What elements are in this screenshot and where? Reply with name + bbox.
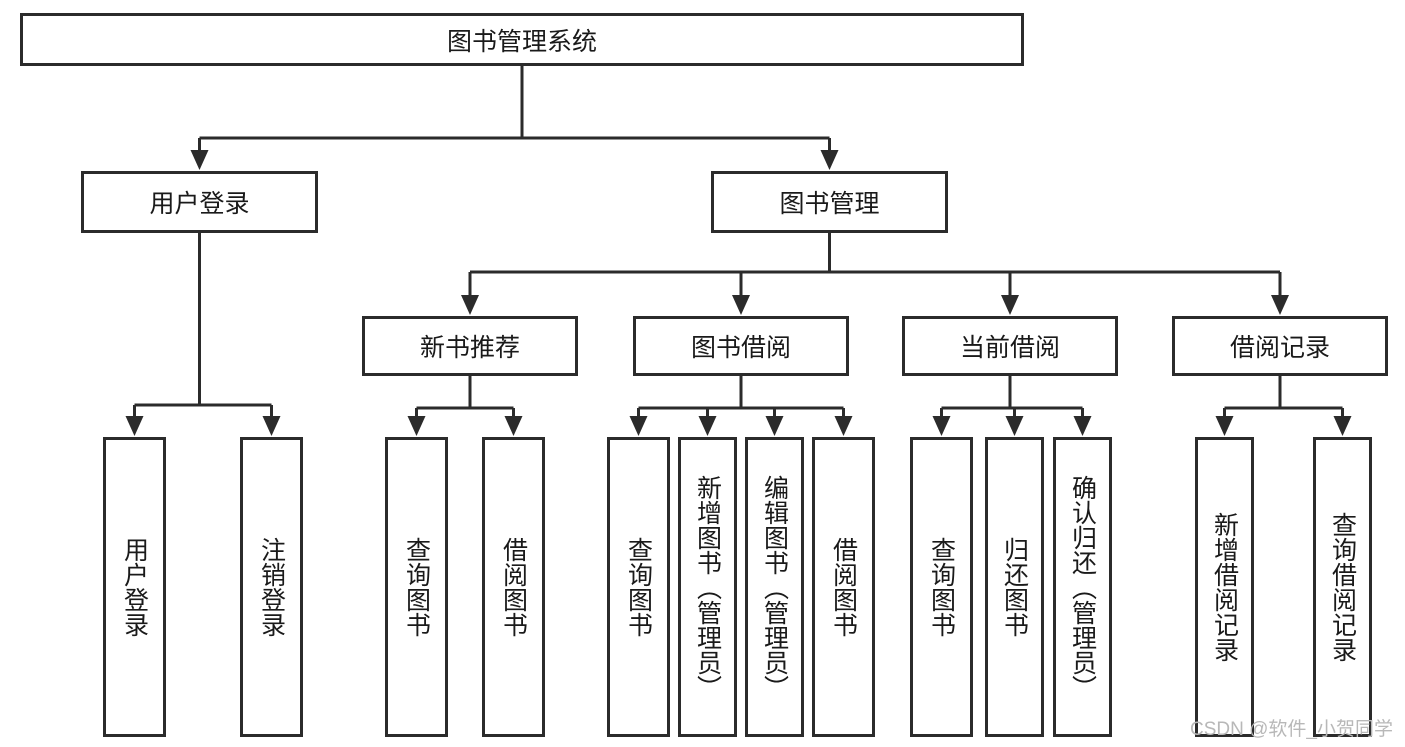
arrow-head-icon <box>834 416 853 436</box>
node-box-br-query-record[interactable] <box>1313 437 1372 737</box>
watermark-text: CSDN @软件_小贺同学 <box>1190 719 1393 740</box>
arrow-head-icon <box>932 416 951 436</box>
arrow-head-icon <box>732 295 750 315</box>
arrow-head-icon <box>190 150 209 170</box>
arrow-head-icon <box>765 416 784 436</box>
node-box-cb-confirm-return[interactable] <box>1053 437 1112 737</box>
node-box-current-borrow[interactable] <box>902 316 1118 376</box>
node-box-nbr-borrow-book[interactable] <box>482 437 545 737</box>
node-box-borrow-record[interactable] <box>1172 316 1388 376</box>
node-box-cb-query-book[interactable] <box>910 437 973 737</box>
arrow-head-icon <box>1073 416 1092 436</box>
arrow-head-icon <box>1001 295 1019 315</box>
arrow-head-icon <box>1333 416 1352 436</box>
node-box-bb-borrow-book[interactable] <box>812 437 875 737</box>
node-box-book-manage[interactable] <box>711 171 948 233</box>
arrow-head-icon <box>820 150 839 170</box>
arrow-head-icon <box>698 416 717 436</box>
node-box-cb-return-book[interactable] <box>985 437 1044 737</box>
node-box-user-login-leaf[interactable] <box>103 437 166 737</box>
arrow-head-icon <box>1271 295 1289 315</box>
node-box-br-add-record[interactable] <box>1195 437 1254 737</box>
node-box-book-borrow[interactable] <box>633 316 849 376</box>
arrow-head-icon <box>407 416 426 436</box>
arrow-head-icon <box>1215 416 1234 436</box>
arrow-head-icon <box>125 416 144 436</box>
arrow-head-icon <box>262 416 281 436</box>
node-box-root[interactable] <box>20 13 1024 66</box>
arrow-head-icon <box>461 295 479 315</box>
node-box-nbr-query-book[interactable] <box>385 437 448 737</box>
node-box-user-logout-leaf[interactable] <box>240 437 303 737</box>
arrow-head-icon <box>1005 416 1024 436</box>
node-box-bb-query-book[interactable] <box>607 437 670 737</box>
arrow-head-icon <box>629 416 648 436</box>
node-box-bb-edit-book[interactable] <box>745 437 804 737</box>
arrow-head-icon <box>504 416 523 436</box>
node-box-user-login[interactable] <box>81 171 318 233</box>
node-box-bb-add-book[interactable] <box>678 437 737 737</box>
node-box-new-book-rec[interactable] <box>362 316 578 376</box>
